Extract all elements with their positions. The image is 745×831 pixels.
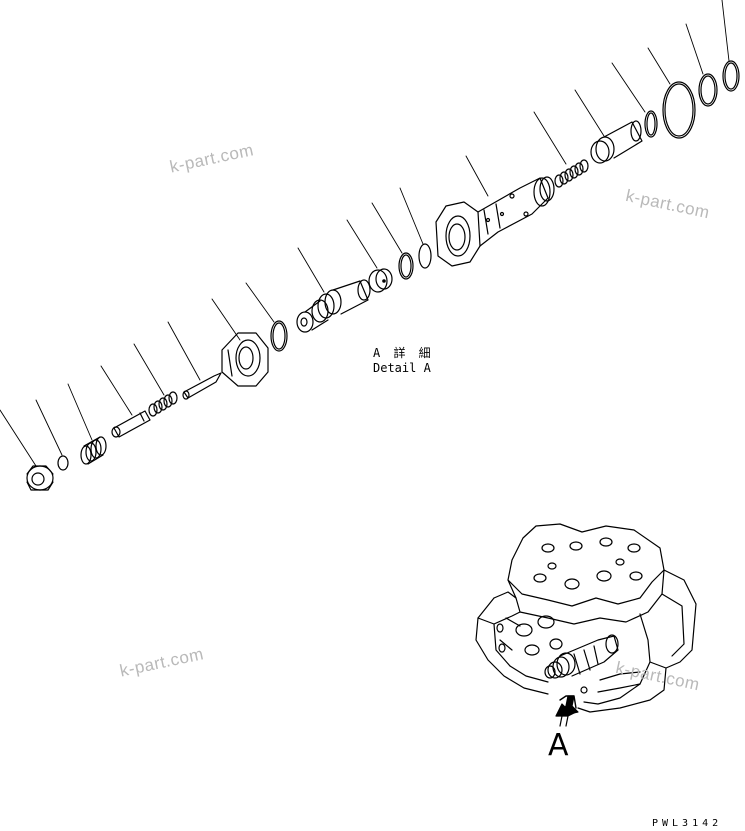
leader-line-19 [721, 0, 730, 62]
drawing-code: PWL3142 [652, 818, 723, 829]
part-disc [368, 268, 393, 293]
part-pin [111, 410, 151, 438]
leader-line-17 [647, 47, 671, 85]
part-o-ring-large [662, 81, 696, 139]
part-spring-3 [554, 159, 589, 188]
leader-line-5 [133, 343, 165, 396]
part-nut [26, 465, 54, 491]
part-piston [296, 279, 371, 333]
leader-line-11 [371, 202, 403, 254]
leader-line-16 [611, 62, 646, 113]
detail-label-english: Detail A [373, 361, 431, 375]
leader-line-13 [465, 155, 489, 197]
part-o-ring-2 [398, 252, 414, 280]
leader-line-3 [67, 383, 93, 441]
leader-line-1 [0, 409, 37, 467]
leader-line-10 [346, 219, 378, 269]
part-spring-1 [80, 436, 107, 465]
leader-line-8 [245, 282, 275, 323]
leader-line-18 [685, 23, 704, 75]
part-hex-nut [221, 332, 269, 387]
part-backup-ring [418, 243, 432, 269]
part-ring-1 [698, 73, 718, 107]
leader-line-4 [100, 365, 133, 416]
leader-line-2 [35, 399, 63, 456]
leader-line-15 [574, 89, 605, 137]
leader-line-9 [297, 247, 325, 293]
part-o-ring-1 [270, 320, 288, 352]
leader-line-14 [533, 111, 567, 165]
leader-line-7 [211, 298, 241, 341]
part-spring-2 [148, 391, 178, 417]
detail-label-japanese: A 詳 細 [373, 346, 434, 360]
part-plunger [590, 120, 643, 164]
part-ring-2 [722, 60, 740, 92]
leader-line-12 [399, 187, 424, 245]
view-arrow [555, 695, 579, 727]
control-valve-assembly [475, 523, 697, 713]
part-needle [182, 372, 222, 400]
view-marker-letter: A [548, 728, 569, 763]
part-valve-body [435, 176, 555, 267]
part-small-ring [57, 455, 69, 471]
part-o-ring-3 [644, 110, 658, 138]
leader-line-6 [167, 321, 201, 381]
